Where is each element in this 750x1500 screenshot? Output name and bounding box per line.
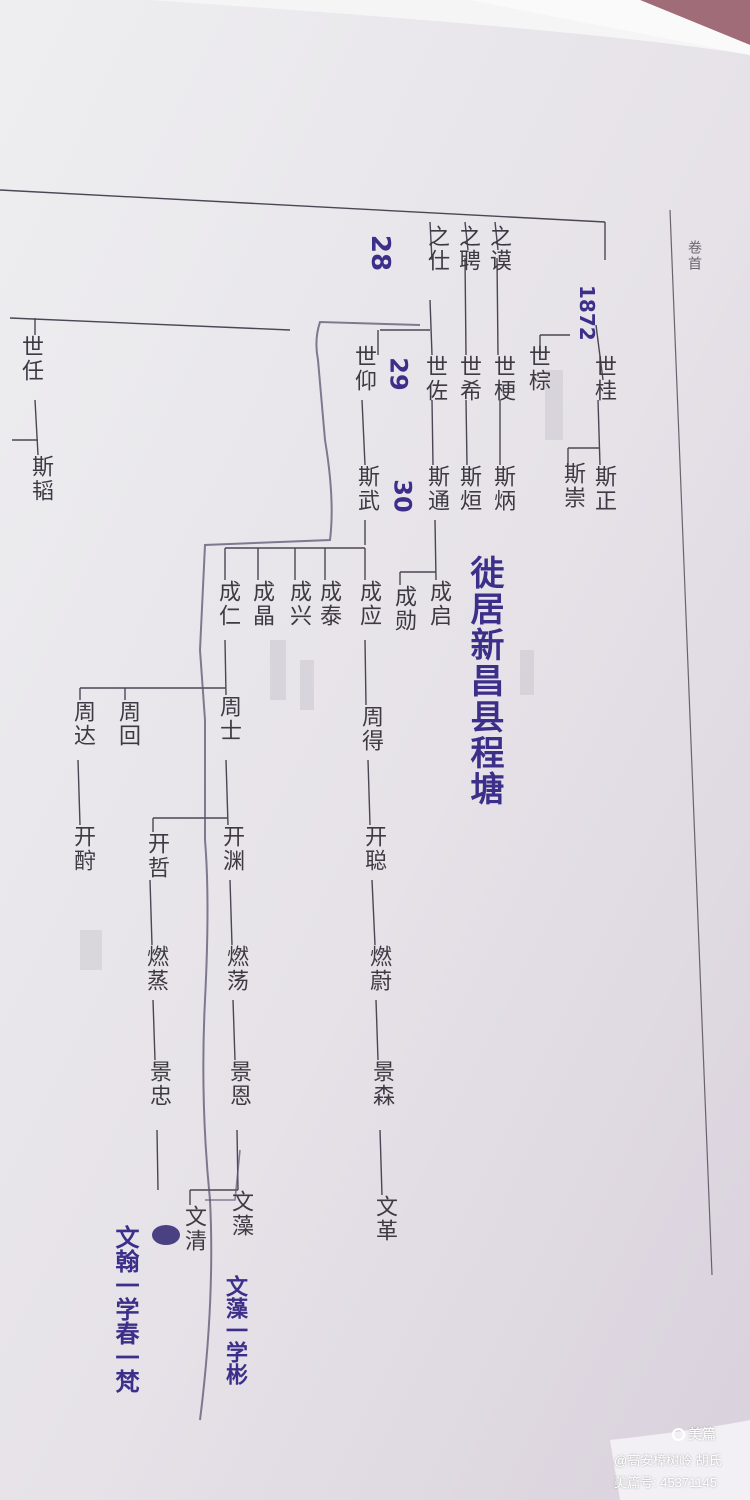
- watermark-author: @高安樟树岭 胡氏: [614, 1453, 722, 1468]
- name-chengjing: 成晶: [249, 580, 274, 628]
- handwritten-year: 1872: [575, 285, 599, 341]
- name-zhipin: 之聘: [455, 225, 480, 273]
- handwritten-wenzao-line: 文藻一学彬: [222, 1275, 247, 1385]
- name-shizong: 世棕: [525, 345, 550, 393]
- name-kaiyuan: 开渊: [219, 825, 244, 873]
- name-siwu: 斯武: [354, 465, 379, 513]
- name-kaicong: 开聪: [361, 825, 386, 873]
- name-chengxun: 成勋: [391, 585, 416, 633]
- name-jingzhong: 景忠: [146, 1060, 171, 1108]
- name-sibing: 斯炳: [490, 465, 515, 513]
- name-ranzheng: 燃蒸: [143, 945, 168, 993]
- name-zoude: 周得: [358, 705, 383, 753]
- name-chengren: 成仁: [215, 580, 240, 628]
- name-shiren: 世任: [18, 335, 43, 383]
- name-chengtai: 成泰: [316, 580, 341, 628]
- name-kaizhe: 开哲: [144, 832, 169, 880]
- page-rule: [669, 209, 713, 1276]
- handwritten-number-29: 29: [384, 357, 413, 391]
- watermark-brand: 美篇: [672, 1424, 716, 1444]
- name-sitong: 斯通: [424, 465, 449, 513]
- name-chengxing: 成兴: [286, 580, 311, 628]
- handwritten-number-30: 30: [388, 479, 417, 513]
- name-sizheng: 斯正: [591, 465, 616, 513]
- volume-label: 卷首: [686, 240, 702, 272]
- name-zhishi: 之仕: [424, 225, 449, 273]
- name-randang: 燃荡: [223, 945, 248, 993]
- name-chengying: 成应: [356, 580, 381, 628]
- name-zhimo: 之谟: [486, 225, 511, 273]
- name-wenqing: 文清: [181, 1205, 206, 1253]
- name-chengqi: 成启: [426, 580, 451, 628]
- name-wenzao: 文藻: [228, 1190, 253, 1238]
- name-zoushi: 周士: [216, 695, 241, 743]
- name-shiyang: 世仰: [351, 345, 376, 393]
- ink-blot: [152, 1225, 180, 1245]
- handwritten-boundary-line: [198, 320, 421, 1421]
- name-shixi: 世希: [456, 355, 481, 403]
- name-shizuo: 世佐: [422, 355, 447, 403]
- name-wenge: 文革: [372, 1195, 397, 1243]
- name-jingen: 景恩: [226, 1060, 251, 1108]
- name-sichong: 斯崇: [560, 462, 585, 510]
- watermark-id: 美篇号: 45371145: [614, 1475, 718, 1490]
- name-sixuan: 斯烜: [456, 465, 481, 513]
- name-shigui: 世桂: [591, 355, 616, 403]
- name-sitao: 斯韬: [28, 455, 53, 503]
- handwritten-migration-note: 徙居新昌县程塘: [464, 555, 504, 807]
- name-zouda: 周达: [70, 700, 95, 748]
- name-shigeng: 世梗: [490, 355, 515, 403]
- name-ranwei: 燃蔚: [366, 945, 391, 993]
- name-kaizui: 开酧: [70, 825, 95, 873]
- handwritten-number-28: 28: [365, 234, 396, 272]
- name-jingsen: 景森: [369, 1060, 394, 1108]
- meipian-logo-icon: [672, 1428, 685, 1441]
- name-zouhui: 周回: [115, 700, 140, 748]
- handwritten-wenhan-line: 文翰一学春一梵: [111, 1225, 139, 1393]
